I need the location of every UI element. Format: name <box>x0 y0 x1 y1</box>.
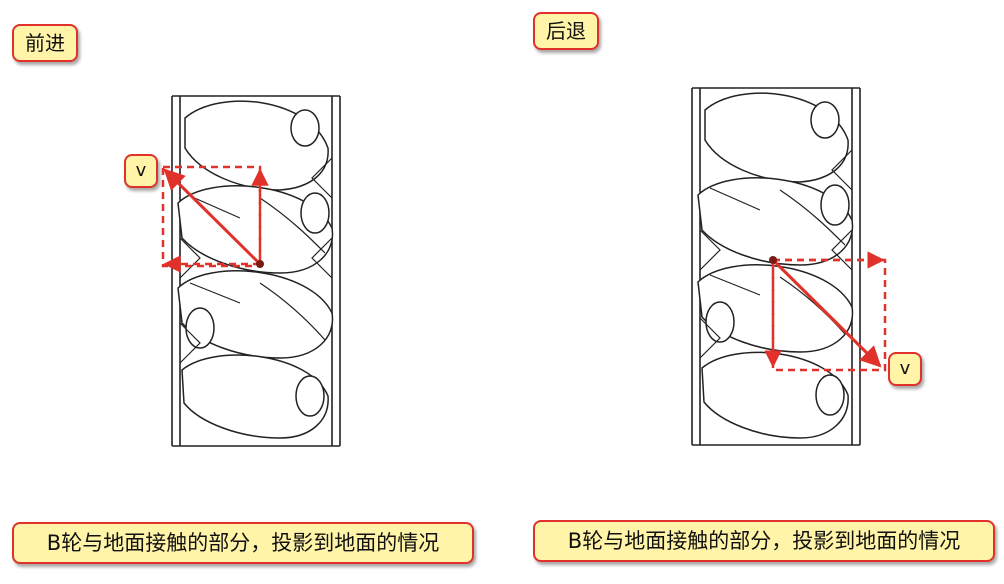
velocity-label-forward: v <box>124 154 158 188</box>
wheel-outline <box>171 95 341 447</box>
backward-title-label: 后退 <box>533 12 599 50</box>
forward-title-label: 前进 <box>12 24 78 62</box>
projection-box <box>161 165 262 268</box>
roller-inner-lines <box>179 157 333 364</box>
velocity-arrow <box>771 258 882 368</box>
roller-set <box>177 100 334 439</box>
backward-caption: B轮与地面接触的部分，投影到地面的情况 <box>533 520 995 562</box>
mecanum-wheel-backward <box>691 87 887 446</box>
mecanum-wheel-forward <box>161 95 341 447</box>
velocity-vector-backward <box>764 251 887 372</box>
wheel-outline <box>691 87 861 446</box>
velocity-label-backward: v <box>888 352 922 386</box>
forward-caption: B轮与地面接触的部分，投影到地面的情况 <box>12 522 474 564</box>
roller-set <box>697 92 854 439</box>
velocity-arrow <box>163 168 262 266</box>
velocity-vector-forward <box>161 165 269 273</box>
